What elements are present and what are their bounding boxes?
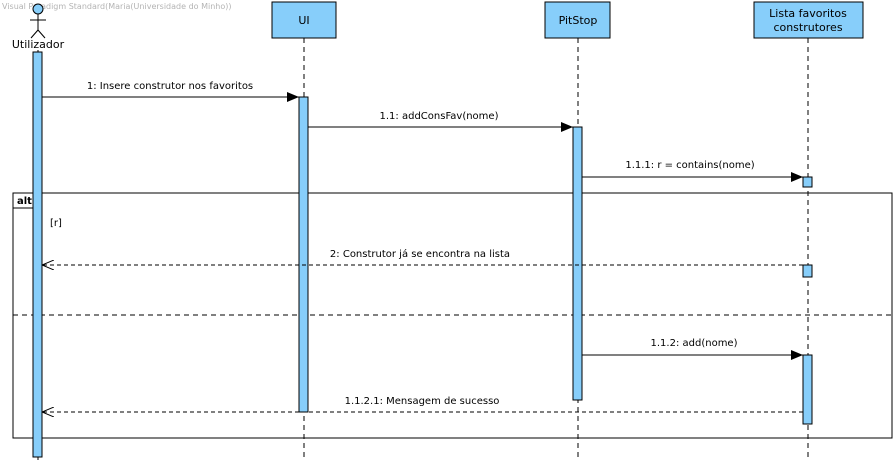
message-label: 1.1.2: add(nome) [651, 338, 738, 349]
message-label: 1.1.1: r = contains(nome) [625, 160, 754, 171]
message-2-return[interactable]: 2: Construtor já se encontra na lista [42, 248, 803, 265]
watermark-text: Visual Paradigm Standard(Maria(Universid… [2, 2, 231, 11]
message-label: 1.1: addConsFav(nome) [380, 111, 499, 122]
activation-lista-contains [802, 176, 813, 188]
stick-figure-icon [30, 3, 46, 39]
message-label: 1: Insere construtor nos favoritos [87, 81, 253, 92]
actor-utilizador[interactable]: Utilizador [12, 3, 65, 51]
participant-label-line-1: Lista favoritos [769, 7, 847, 20]
message-label: 2: Construtor já se encontra na lista [330, 248, 510, 260]
actor-label: Utilizador [12, 38, 65, 51]
participant-label-line-2: construtores [773, 21, 842, 34]
participant-ui[interactable]: UI [271, 1, 337, 39]
activation-ui [298, 96, 309, 413]
fragment-guard: [r] [50, 218, 62, 229]
message-1-1-2[interactable]: 1.1.2: add(nome) [582, 338, 803, 360]
activation-lista-add [802, 354, 813, 425]
message-1-1-2-1-return[interactable]: 1.1.2.1: Mensagem de sucesso [42, 396, 803, 412]
activation-lista-return [802, 264, 813, 278]
activation-pitstop [572, 126, 583, 401]
message-1-1-1[interactable]: 1.1.1: r = contains(nome) [582, 160, 803, 182]
activation-utilizador [32, 51, 43, 458]
participant-lista-favoritos-construtores[interactable]: Lista favoritos construtores [753, 1, 864, 39]
message-1-1[interactable]: 1.1: addConsFav(nome) [308, 111, 573, 132]
message-1[interactable]: 1: Insere construtor nos favoritos [42, 81, 299, 102]
participant-pitstop[interactable]: PitStop [544, 1, 611, 39]
participant-label: UI [298, 14, 309, 27]
message-label: 1.1.2.1: Mensagem de sucesso [345, 396, 500, 407]
fragment-operator: alt [17, 196, 32, 207]
participant-label: PitStop [559, 14, 598, 27]
